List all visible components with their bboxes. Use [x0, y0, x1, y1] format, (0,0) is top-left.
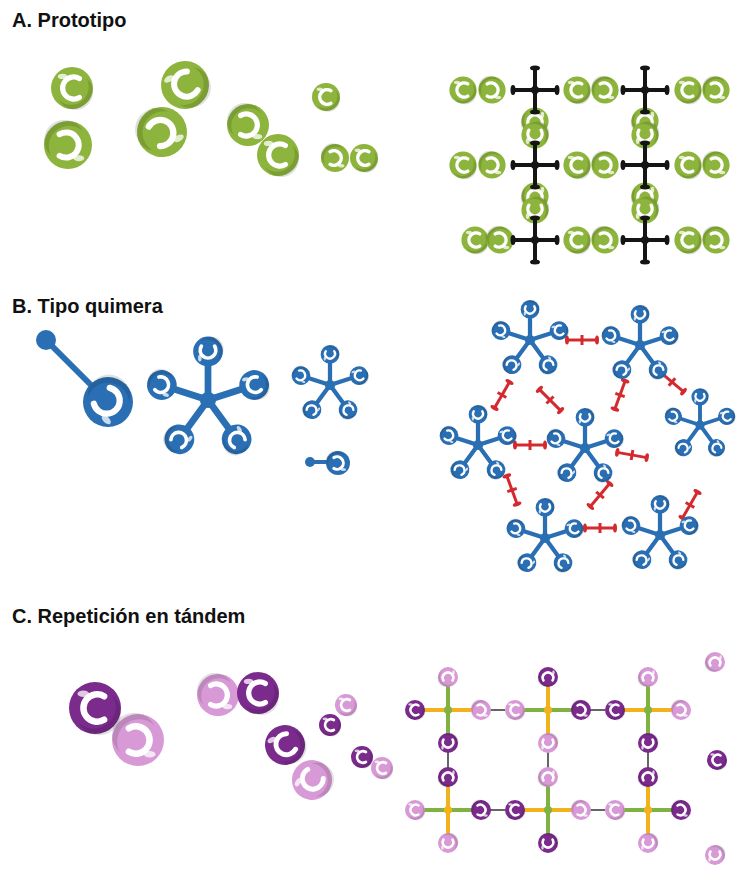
- prototype-lattice: [449, 66, 729, 265]
- panel-heading: A. Prototipo: [12, 8, 126, 32]
- prototype-forms: [44, 52, 378, 177]
- tandem-repeat-lattice: [405, 652, 727, 865]
- chimera-forms: [36, 330, 371, 475]
- chimera-lattice: [437, 300, 737, 576]
- panel-heading: B. Tipo quimera: [12, 294, 163, 318]
- tandem-repeat-forms: [69, 672, 393, 808]
- panel-heading: C. Repetición en tándem: [12, 604, 245, 628]
